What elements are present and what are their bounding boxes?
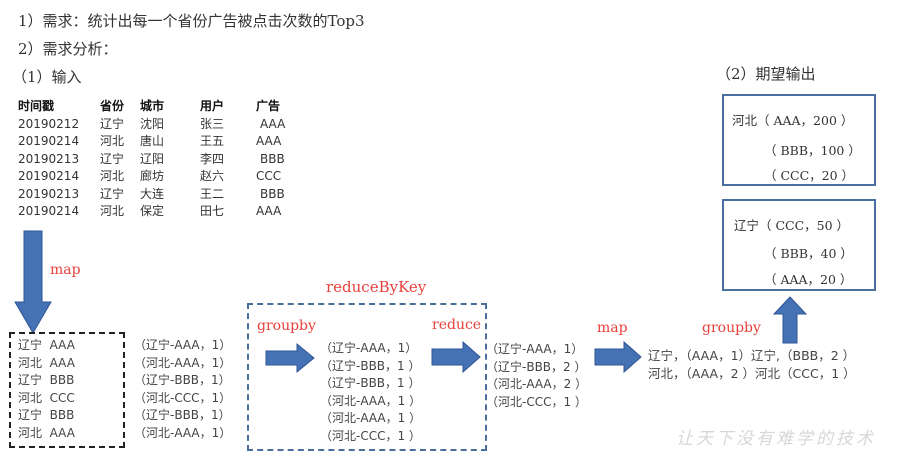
cell-ad: AAA [256,204,282,218]
mapped-input-list: 辽宁 AAA 河北 AAA 辽宁 BBB 河北 CCC 辽宁 BBB 河北 AA… [18,337,75,443]
list-item: （辽宁-BBB，1） [134,408,231,423]
column-header: 用户 [200,99,225,113]
reduce-by-key-box [247,303,487,451]
list-item: （辽宁-BBB，1 ） [320,376,421,391]
cell-ad: BBB [260,186,285,201]
cell-timestamp: 20190212 [18,116,80,131]
cell-timestamp: 20190214 [18,169,80,183]
mapped-pairs-list: （辽宁-AAA，1） （河北-AAA，1） （辽宁-BBB，1） （河北-CCC… [134,337,231,443]
column-header: 城市 [140,99,165,113]
up-arrow-icon [772,296,808,344]
map-step-label: map [50,262,81,278]
cell-city: 唐山 [140,134,165,148]
list-item: （河北-CCC，1 ） [320,428,421,443]
list-item: （河北-AAA，1） [134,355,232,370]
cell-ad: BBB [260,151,285,166]
list-item: 河北，（AAA，2 ）河北（CCC，1 ） [648,365,856,381]
list-item: （辽宁-AAA，1） [486,342,584,356]
list-item: （辽宁-AAA，1） [320,341,418,355]
list-item: 辽宁 BBB [18,373,75,388]
list-item: （河北-AAA，1） [134,425,232,440]
list-item: （河北-AAA，1 ） [320,411,422,426]
input-label: （1）输入 [12,68,82,86]
list-item: 河北 CCC [18,390,75,405]
list-item: 辽宁 BBB [18,408,75,423]
cell-province: 河北 [100,134,125,148]
mapped-input-box [9,332,125,448]
list-item: 辽宁 AAA [18,338,75,352]
cell-timestamp: 20190213 [18,186,80,201]
cell-province: 河北 [100,204,125,218]
column-header: 省份 [100,99,125,113]
cell-ad: CCC [256,169,282,183]
cell-timestamp: 20190214 [18,134,80,148]
cell-province: 辽宁 [100,116,125,131]
list-item: 河北 AAA [18,355,75,370]
list-item: （河北-CCC，1 ） [486,394,587,409]
cell-ad: AAA [256,134,282,148]
list-item: （河北-CCC，1） [134,390,232,405]
cell-user: 赵六 [200,169,225,183]
cell-user: 王五 [200,134,225,148]
cell-user: 李四 [200,151,225,166]
groupby-step-label: groupby [257,318,316,334]
output-line: （ AAA，20 ） [764,272,853,287]
list-item: （辽宁-AAA，1） [134,338,232,352]
list-item: 河北 AAA [18,425,75,440]
cell-city: 廊坊 [140,169,165,183]
cell-province: 河北 [100,169,125,183]
cell-province: 辽宁 [100,151,125,166]
list-item: （河北-AAA，1 ） [320,393,422,408]
cell-province: 辽宁 [100,186,125,201]
column-header: 时间戳 [18,99,55,113]
grouped-pairs-list: （辽宁-AAA，1） （辽宁-BBB，1 ） （辽宁-BBB，1 ） （河北-A… [320,340,421,446]
cell-city: 沈阳 [140,116,165,131]
list-item: 辽宁，（AAA，1）辽宁,（BBB，2 ） [648,348,856,363]
list-item: （辽宁-BBB，2 ） [486,359,587,374]
remapped-list: 辽宁，（AAA，1）辽宁,（BBB，2 ） 河北，（AAA，2 ）河北（CCC，… [648,347,856,382]
cell-user: 张三 [200,116,225,131]
watermark: 让天下没有难学的技术 [676,429,876,449]
cell-ad: AAA [260,116,286,131]
down-arrow-icon [14,230,52,334]
right-arrow-icon [594,340,642,374]
requirement-heading: 1）需求：统计出每一个省份广告被点击次数的Top3 [18,12,365,30]
cell-city: 大连 [140,186,165,201]
reduced-pairs-list: （辽宁-AAA，1） （辽宁-BBB，2 ） （河北-AAA，2 ） （河北-C… [486,341,587,411]
cell-timestamp: 20190213 [18,151,80,166]
column-header: 广告 [256,99,281,113]
output-line: 河北（ AAA，200 ） [732,113,854,128]
output-line: （ CCC，20 ） [764,168,855,183]
output-line: （ BBB，40 ） [764,246,853,261]
output-line: 辽宁（ CCC，50 ） [734,218,850,233]
output-line: （ BBB，100 ） [764,143,861,158]
right-arrow-icon [265,342,315,374]
output-label: （2）期望输出 [716,65,816,83]
map-step-label-2: map [597,320,628,336]
list-item: （辽宁-BBB，1） [134,373,231,388]
analysis-heading: 2）需求分析： [18,40,118,58]
cell-city: 保定 [140,204,165,218]
cell-timestamp: 20190214 [18,204,80,218]
list-item: （河北-AAA，2 ） [486,377,588,392]
reduce-by-key-label: reduceByKey [326,278,427,296]
cell-city: 辽阳 [140,151,165,166]
cell-user: 王二 [200,186,225,201]
right-arrow-icon [431,340,481,374]
reduce-step-label: reduce [432,317,482,333]
output-box-hebei: 河北（ AAA，200 ） （ BBB，100 ） （ CCC，20 ） [722,94,876,186]
list-item: （辽宁-BBB，1 ） [320,358,421,373]
output-box-liaoning: 辽宁（ CCC，50 ） （ BBB，40 ） （ AAA，20 ） [722,199,876,291]
cell-user: 田七 [200,204,225,218]
groupby-step-label-2: groupby [702,320,761,336]
